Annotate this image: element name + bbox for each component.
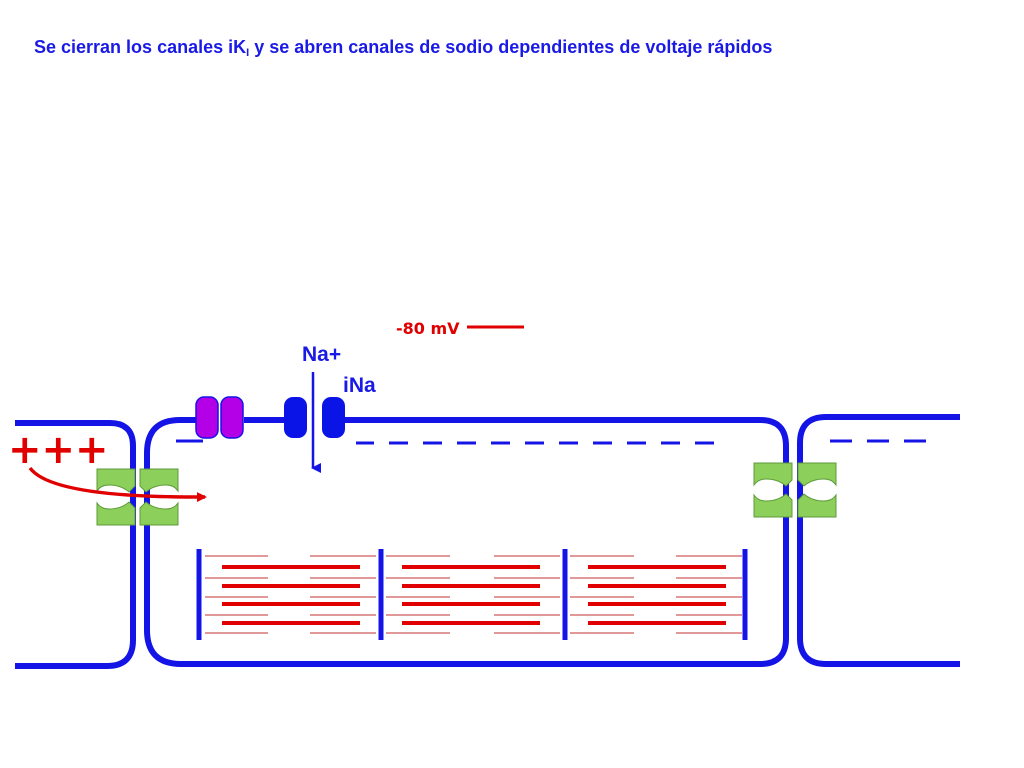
thin-filaments — [205, 555, 742, 634]
connexon-icon — [797, 493, 837, 518]
title-suffix: y se abren canales de sodio dependientes… — [249, 37, 773, 57]
closed-channel-icon — [195, 396, 219, 439]
right-gap-junction — [753, 462, 837, 518]
positive-charges: +++ — [8, 427, 109, 473]
open-channel-icon — [322, 397, 345, 438]
current-label: iNa — [343, 374, 376, 397]
left-gap-junction — [96, 468, 179, 526]
sarcomeres — [196, 549, 748, 640]
thick-filaments — [222, 565, 726, 625]
connexon-icon — [753, 462, 793, 487]
potassium-channel — [195, 396, 244, 439]
z-discs — [196, 549, 748, 640]
left-cell-membrane — [15, 420, 136, 669]
connexon-icon — [139, 468, 179, 493]
central-cell-membrane — [144, 417, 789, 667]
title-subscript: I — [246, 47, 250, 59]
voltage-label: -80 mV — [396, 319, 460, 338]
title-prefix: Se cierran los canales iK — [34, 37, 247, 57]
connexon-icon — [139, 501, 179, 526]
right-cell-membrane — [797, 414, 960, 667]
curved-arrow-icon — [28, 466, 207, 503]
connexon-icon — [753, 493, 793, 518]
connexon-icon — [797, 462, 837, 487]
closed-channel-icon — [220, 396, 244, 439]
open-channel-icon — [284, 397, 307, 438]
connexon-icon — [96, 468, 136, 493]
ion-label: Na+ — [302, 343, 341, 366]
sodium-channel — [284, 397, 345, 438]
slide-title: Se cierran los canales iKI y se abren ca… — [34, 36, 934, 65]
connexon-icon — [96, 501, 136, 526]
